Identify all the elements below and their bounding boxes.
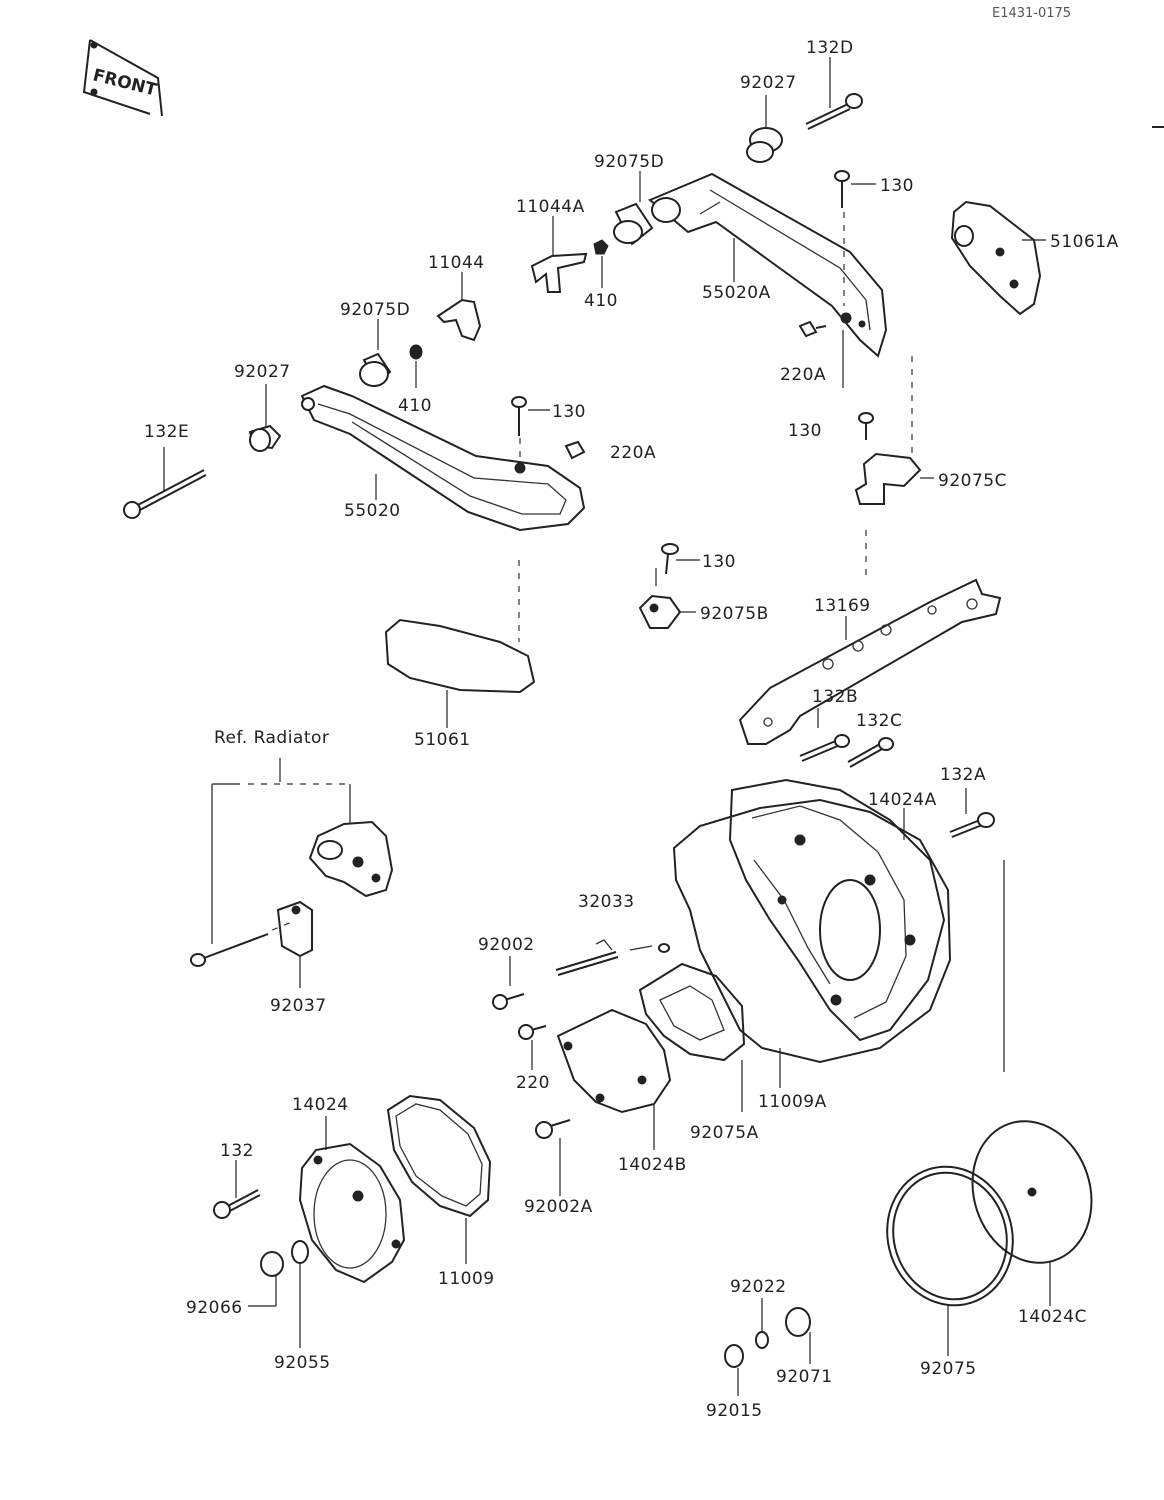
oring-92055	[291, 1240, 309, 1348]
bolt-132B	[799, 708, 850, 762]
bolt-132	[213, 1160, 261, 1219]
bolt-132C	[847, 737, 894, 768]
label-51061: 51061	[414, 730, 471, 750]
label-55020: 55020	[344, 501, 401, 521]
label-11009A: 11009A	[758, 1092, 827, 1112]
washer-92015	[724, 1344, 744, 1396]
pad-51061	[384, 560, 536, 728]
bolt-130-right	[858, 356, 913, 470]
doc-code: E1431-0175	[992, 6, 1071, 21]
label-14024B: 14024B	[618, 1155, 687, 1175]
label-92075A: 92075A	[690, 1123, 759, 1143]
bushing-92027-left	[248, 384, 282, 452]
label-14024C: 14024C	[1018, 1307, 1087, 1327]
label-92066: 92066	[186, 1298, 243, 1318]
label-14024A: 14024A	[868, 790, 937, 810]
label-130-right: 130	[788, 421, 822, 441]
label-132A: 132A	[940, 765, 986, 785]
bolt-92002A	[535, 1119, 571, 1196]
water-pump-housing	[308, 820, 394, 898]
label-11044A: 11044A	[516, 197, 585, 217]
bracket-92075C	[854, 452, 934, 505]
seal-92075	[886, 1165, 1014, 1356]
cover-51061A	[950, 200, 1046, 316]
label-410-top: 410	[584, 291, 618, 311]
label-92015: 92015	[706, 1401, 763, 1421]
label-130-top: 130	[880, 176, 914, 196]
label-130-center: 130	[552, 402, 586, 422]
label-11009: 11009	[438, 1269, 495, 1289]
label-132C: 132C	[856, 711, 902, 731]
label-92075B: 92075B	[700, 604, 769, 624]
gasket-11009A	[672, 798, 952, 1088]
label-92037: 92037	[270, 996, 327, 1016]
label-220A-top: 220A	[780, 365, 826, 385]
label-92002A: 92002A	[524, 1197, 593, 1217]
cover-14024C	[971, 1120, 1093, 1306]
bolt-130-center	[511, 396, 550, 466]
bracket-92075B	[638, 594, 696, 629]
label-92002: 92002	[478, 935, 535, 955]
bolt-92002	[492, 956, 525, 1010]
label-11044: 11044	[428, 253, 485, 273]
bushing-92075D-top	[613, 171, 654, 246]
shaft-32033	[555, 939, 670, 976]
front-badge: FRONT	[82, 39, 163, 117]
label-ref-radiator: Ref. Radiator	[214, 728, 329, 748]
clip-220A-top	[798, 320, 844, 388]
label-92055: 92055	[274, 1353, 331, 1373]
bolt-132E	[123, 447, 207, 519]
label-92022: 92022	[730, 1277, 787, 1297]
label-220: 220	[516, 1073, 550, 1093]
front-badge-text: FRONT	[91, 65, 159, 100]
label-220A-center: 220A	[610, 443, 656, 463]
bolt-pump	[190, 921, 293, 967]
label-92027-top: 92027	[740, 73, 797, 93]
bolt-132A	[949, 788, 1005, 1072]
bolt-130-top	[834, 170, 876, 306]
cover-14024B	[556, 1008, 672, 1150]
label-130-lower: 130	[702, 552, 736, 572]
plate-13169	[738, 530, 1002, 745]
plug-92066	[248, 1251, 284, 1307]
label-32033: 32033	[578, 892, 635, 912]
label-14024: 14024	[292, 1095, 349, 1115]
bolt-220	[518, 1024, 547, 1070]
label-55020A: 55020A	[702, 283, 771, 303]
label-92027-left: 92027	[234, 362, 291, 382]
label-132B: 132B	[812, 687, 858, 707]
bracket-55020	[300, 384, 586, 532]
bushing-92071	[785, 1307, 811, 1364]
label-92071: 92071	[776, 1367, 833, 1387]
cover-14024	[298, 1116, 406, 1284]
ref-radiator-note	[211, 758, 351, 944]
cover-14024A	[728, 778, 946, 1042]
washer-92022	[755, 1298, 769, 1349]
label-132E: 132E	[144, 422, 189, 442]
bracket-55020A	[648, 172, 888, 358]
label-13169: 13169	[814, 596, 871, 616]
gasket-11009	[386, 1094, 492, 1264]
bolt-132D	[805, 57, 863, 130]
label-92075D-top: 92075D	[594, 152, 664, 172]
label-51061A: 51061A	[1050, 232, 1119, 252]
gasket-92075A	[638, 962, 746, 1112]
clip-220A-center	[564, 440, 586, 460]
nut-410-left	[409, 344, 423, 388]
label-132: 132	[220, 1141, 254, 1161]
label-132D: 132D	[806, 38, 854, 58]
bracket-11044A	[530, 216, 588, 293]
label-92075D-left: 92075D	[340, 300, 410, 320]
bracket-11044	[436, 272, 482, 342]
plate-92037	[276, 900, 313, 988]
bolt-130-lower	[655, 543, 700, 586]
label-92075C: 92075C	[938, 471, 1007, 491]
bushing-92075D-left	[359, 319, 392, 387]
label-92075: 92075	[920, 1359, 977, 1379]
bushing-92027-top	[746, 95, 783, 163]
label-410-left: 410	[398, 396, 432, 416]
nut-410-top	[593, 239, 609, 288]
